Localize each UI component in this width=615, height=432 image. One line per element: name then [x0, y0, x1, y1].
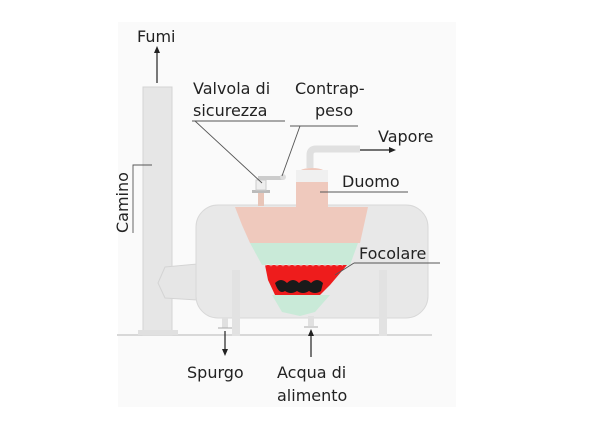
flue-connector: [157, 263, 198, 301]
valve-flange: [252, 190, 270, 193]
acqua-arrowhead: [308, 329, 314, 336]
label-duomo: Duomo: [342, 172, 400, 191]
water-space-lower: [272, 295, 330, 316]
label-acqua-2: alimento: [277, 386, 347, 405]
camino-leader: [132, 164, 152, 233]
fumi-arrowhead: [154, 46, 160, 53]
valvola-leader: [194, 120, 263, 184]
steam-space: [235, 207, 368, 243]
dome-cap: [296, 170, 328, 182]
coal-bed: [275, 280, 323, 293]
label-valvola-2: sicurezza: [193, 101, 267, 120]
label-fumi: Fumi: [137, 27, 176, 46]
label-spurgo: Spurgo: [187, 363, 244, 382]
label-valvola-1: Valvola di: [193, 79, 270, 98]
spurgo-arrowhead: [222, 349, 228, 356]
vapore-arrowhead: [389, 147, 396, 153]
valve-stem: [258, 192, 264, 206]
counterweight: [280, 174, 286, 180]
label-contrappeso-2: peso: [315, 101, 353, 120]
drain-pipe: [222, 318, 228, 328]
label-acqua-1: Acqua di: [277, 363, 346, 382]
leader-lines: [132, 120, 440, 276]
support-leg: [232, 270, 240, 336]
firetube-wave: [264, 264, 344, 267]
contrappeso-leader: [281, 125, 301, 177]
chimney-base: [138, 330, 178, 335]
water-space: [250, 243, 358, 265]
label-focolare: Focolare: [359, 244, 426, 263]
label-vapore: Vapore: [378, 127, 434, 146]
label-contrappeso-1: Contrap-: [295, 79, 365, 98]
support-leg: [379, 270, 387, 336]
steam-pipe: [306, 145, 360, 168]
label-camino: Camino: [113, 172, 132, 233]
feed-pipe: [308, 316, 314, 326]
focolare-leader: [334, 262, 440, 276]
